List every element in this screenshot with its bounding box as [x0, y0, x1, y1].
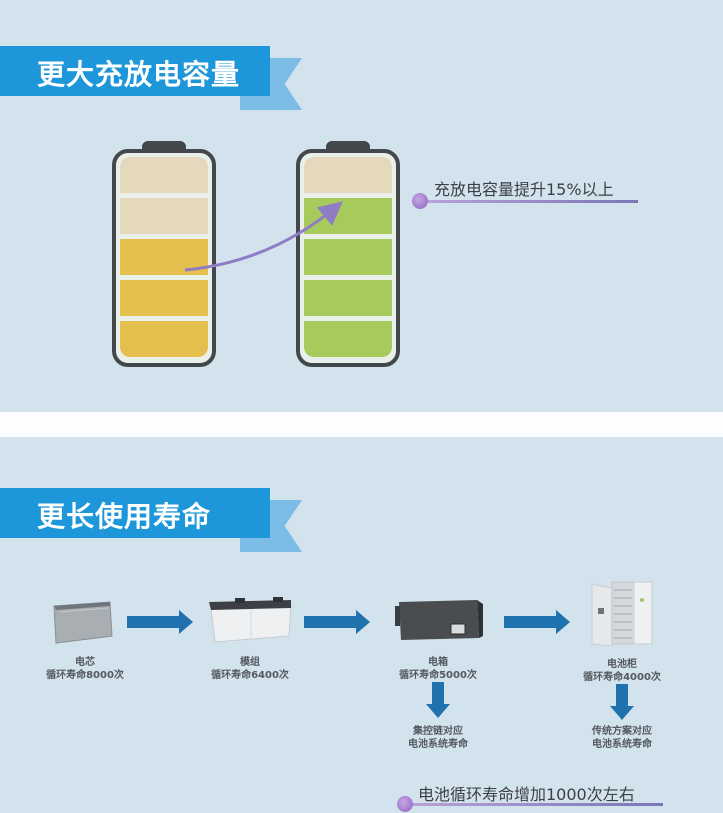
- stage-life: 循环寿命8000次: [46, 670, 124, 681]
- callout-dot-icon: [412, 193, 428, 209]
- battery-after-icon: [296, 141, 400, 367]
- stage-name: 电箱: [428, 657, 448, 668]
- battery-cell-filled: [304, 280, 392, 316]
- stage-name: 电池柜: [607, 659, 637, 670]
- battery-body: [112, 149, 216, 367]
- battery-cell-filled: [120, 321, 208, 357]
- flow-arrow-down-icon: [426, 682, 450, 718]
- battery-box-icon: [395, 600, 483, 640]
- battery-cell-filled: [304, 321, 392, 357]
- flow-arrow-right-icon: [304, 610, 370, 634]
- capacity-increase-arrow: [184, 201, 343, 272]
- battery-cell-empty: [304, 157, 392, 193]
- flow-arrow-right-icon: [127, 610, 193, 634]
- section-title: 更大充放电容量: [37, 58, 241, 91]
- capacity-callout-text: 充放电容量提升15%以上: [434, 180, 614, 199]
- stage-life: 循环寿命5000次: [399, 670, 477, 681]
- cell-icon: [53, 601, 113, 644]
- stage-life: 循环寿命6400次: [211, 670, 289, 681]
- outcome-line1: 传统方案对应: [592, 726, 652, 737]
- banner-bar: [0, 488, 270, 538]
- flow-arrow-right-icon: [504, 610, 570, 634]
- banner-bar: [0, 46, 270, 96]
- callout-underline: [420, 200, 638, 203]
- outcome-line2: 电池系统寿命: [408, 739, 468, 750]
- stage-life: 循环寿命4000次: [583, 672, 661, 683]
- stage-label-battery-box: 电箱 循环寿命5000次: [388, 656, 488, 682]
- battery-cell-empty: [120, 157, 208, 193]
- battery-cell-filled: [304, 239, 392, 275]
- battery-cabinet-icon: [591, 581, 653, 647]
- callout-dot-icon: [397, 796, 413, 812]
- module-icon: [209, 597, 292, 643]
- section-separator: [0, 412, 723, 437]
- stage-name: 模组: [240, 657, 260, 668]
- outcome-label-traditional: 传统方案对应 电池系统寿命: [572, 725, 672, 751]
- battery-before-icon: [112, 141, 216, 367]
- battery-body: [296, 149, 400, 367]
- callout-underline: [405, 803, 663, 806]
- stage-label-battery-cabinet: 电池柜 循环寿命4000次: [572, 658, 672, 684]
- battery-cell-empty: [120, 198, 208, 234]
- curved-arrow-icon: [184, 201, 343, 272]
- battery-cell-filled: [120, 280, 208, 316]
- stage-label-cell: 电芯 循环寿命8000次: [35, 656, 135, 682]
- outcome-line1: 集控链对应: [413, 726, 463, 737]
- lifespan-callout-text: 电池循环寿命增加1000次左右: [418, 785, 635, 804]
- outcome-label-centralized: 集控链对应 电池系统寿命: [388, 725, 488, 751]
- stage-name: 电芯: [75, 657, 95, 668]
- flow-arrow-down-icon: [610, 684, 634, 720]
- stage-label-module: 模组 循环寿命6400次: [200, 656, 300, 682]
- outcome-line2: 电池系统寿命: [592, 739, 652, 750]
- section-title: 更长使用寿命: [37, 500, 212, 533]
